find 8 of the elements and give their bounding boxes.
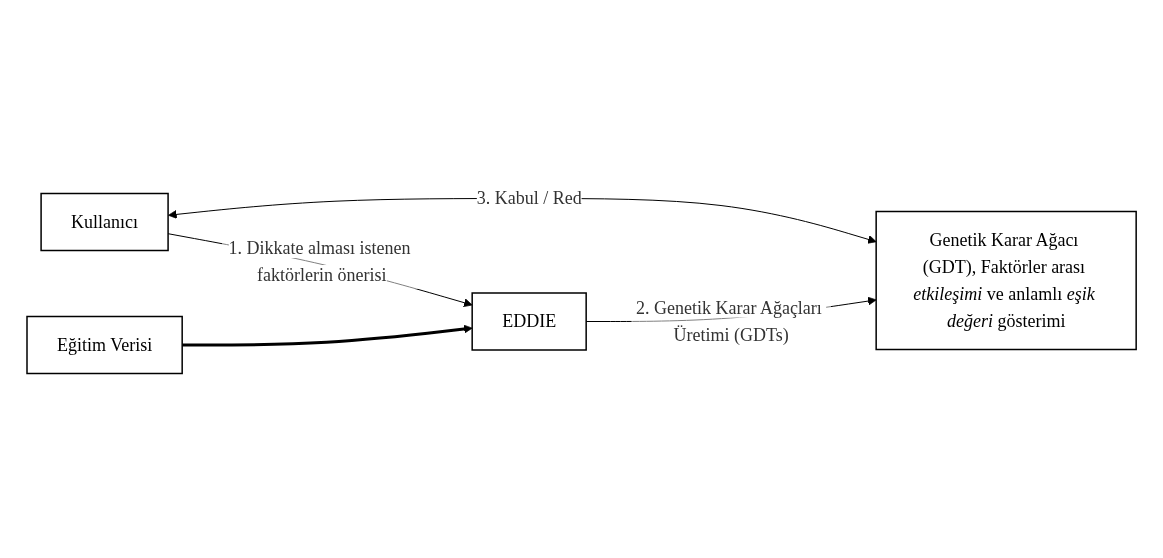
- arrow: [182, 324, 473, 347]
- node-box: Genetik Karar Ağacı (GDT), Faktörler arası etkileşimi ve anlamlı eşik değeri gösterimi: [875, 210, 1137, 350]
- node-box: Kullanıcı: [40, 192, 169, 251]
- node-box: Eğitim Verisi: [26, 315, 183, 374]
- edge-label: 1. Dikkate alması istenen faktörlerin önerisi: [228, 237, 411, 285]
- edge-label: 3. Kabul / Red: [476, 187, 582, 208]
- edge-label: 2. Genetik Karar Ağaçları Üretimi (GDTs): [635, 297, 822, 345]
- node-box: EDDIE: [471, 292, 587, 351]
